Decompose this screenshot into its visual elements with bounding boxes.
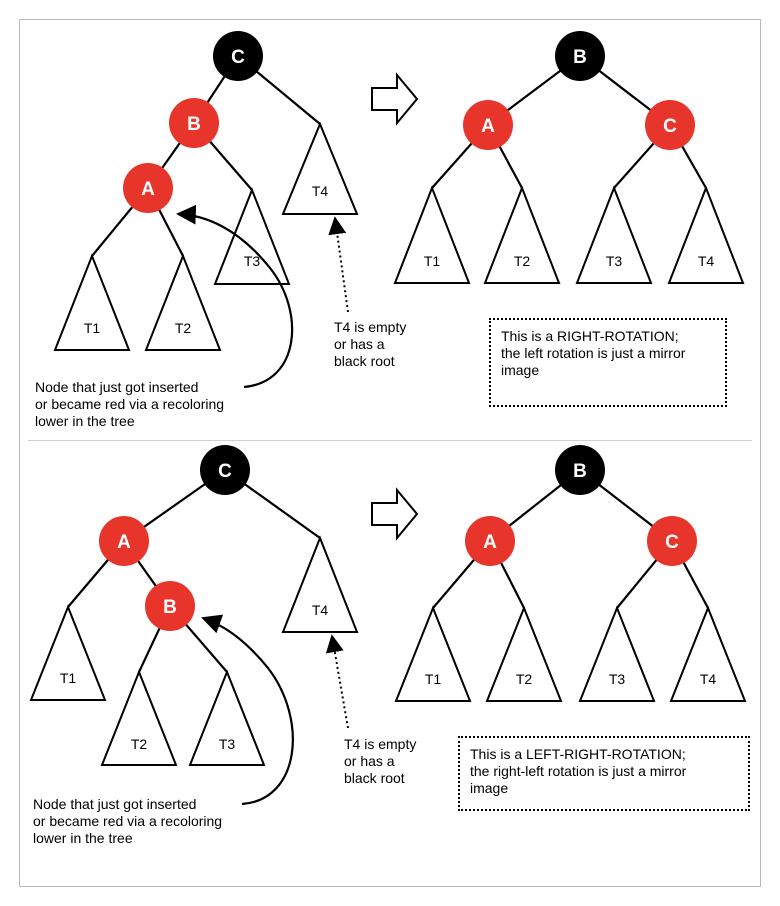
rotation-note-line: This is a LEFT-RIGHT-ROTATION; — [470, 746, 686, 762]
right-arrow-icon — [371, 72, 419, 126]
subtree-t4-label: T4 — [312, 183, 329, 199]
inserted-node-note-line: lower in the tree — [35, 413, 135, 429]
node-c-label: C — [663, 116, 677, 137]
node-b-label: B — [163, 597, 177, 618]
panel-right-rotation: C B A T1 T2 T3 T4 B A C T1 T2 T3 T4 — [53, 31, 745, 389]
node-c-label: C — [665, 532, 679, 553]
rotation-note-line: image — [470, 780, 509, 796]
node-a-label: A — [481, 116, 495, 137]
subtree-t4 — [667, 185, 745, 284]
subtree-t2-label: T2 — [514, 253, 531, 269]
rotation-note-line: image — [501, 362, 540, 378]
rotation-note-line: the right-left rotation is just a mirror — [470, 763, 687, 779]
node-c — [645, 100, 695, 150]
node-b — [169, 98, 219, 148]
node-b-label: B — [573, 461, 587, 482]
inserted-node-note: Node that just got inserted or became re… — [35, 379, 224, 430]
panel-left-right-rotation: C A B T1 T2 T3 T4 B A C T1 T2 T3 T4 — [29, 445, 747, 806]
subtree-t1-label: T1 — [425, 671, 442, 687]
subtree-t1 — [394, 605, 472, 702]
panel-divider — [28, 440, 752, 441]
subtree-t4 — [669, 605, 747, 702]
subtree-t4-label: T4 — [312, 602, 329, 618]
node-c-label: C — [218, 461, 232, 482]
t4-pointer-arrow — [325, 634, 349, 729]
rotation-note-line: the left rotation is just a mirror — [501, 345, 686, 361]
subtree-t2-label: T2 — [516, 671, 533, 687]
t4-note-line: T4 is empty — [334, 319, 407, 335]
subtree-t2-label: T2 — [131, 736, 148, 752]
subtree-t3-label: T3 — [219, 736, 236, 752]
t4-note: T4 is empty or has a black root — [344, 736, 416, 787]
subtree-t2 — [483, 185, 561, 284]
node-b — [555, 31, 605, 81]
right-arrow-icon — [371, 487, 419, 541]
node-a-label: A — [141, 179, 155, 200]
node-b-label: B — [187, 114, 201, 135]
subtree-t3-label: T3 — [609, 671, 626, 687]
t4-note: T4 is empty or has a black root — [334, 319, 406, 370]
subtree-t3 — [188, 669, 266, 766]
subtree-t4-label: T4 — [698, 253, 715, 269]
subtree-t1-label: T1 — [424, 253, 441, 269]
subtree-t3 — [213, 187, 291, 285]
subtree-t1-label: T1 — [84, 320, 101, 336]
subtree-t3-label: T3 — [244, 253, 261, 269]
node-c — [213, 31, 263, 81]
t4-note-line: black root — [344, 770, 405, 786]
node-b — [145, 581, 195, 631]
t4-note-line: or has a — [334, 336, 385, 352]
node-a — [123, 163, 173, 213]
subtree-t3-label: T3 — [606, 253, 623, 269]
diagram-frame — [19, 19, 761, 887]
t4-note-line: or has a — [344, 753, 395, 769]
rotation-note-box: This is a LEFT-RIGHT-ROTATION; the right… — [458, 736, 750, 811]
node-c-label: C — [231, 47, 245, 68]
subtree-t1-label: T1 — [60, 670, 77, 686]
inserted-node-note-line: Node that just got inserted — [33, 796, 197, 812]
subtree-t2-label: T2 — [175, 320, 192, 336]
node-b — [555, 445, 605, 495]
subtree-t4 — [281, 121, 359, 215]
subtree-t4-label: T4 — [700, 671, 717, 687]
t4-note-line: black root — [334, 353, 395, 369]
inserted-node-note-line: or became red via a recoloring — [33, 813, 223, 829]
subtree-t1 — [29, 604, 107, 701]
inserted-node-pointer-arrow — [201, 614, 294, 806]
subtree-t1 — [393, 185, 471, 284]
node-a — [463, 100, 513, 150]
subtree-t2 — [100, 669, 178, 766]
subtree-t4 — [281, 535, 359, 633]
node-c — [647, 516, 697, 566]
t4-pointer-arrow — [328, 216, 349, 313]
subtree-t2 — [485, 605, 563, 702]
inserted-node-note-line: or became red via a recoloring — [35, 396, 225, 412]
subtree-t1 — [53, 253, 131, 351]
inserted-node-note-line: lower in the tree — [33, 830, 133, 846]
subtree-t3 — [578, 605, 656, 702]
rotation-note-line: This is a RIGHT-ROTATION; — [501, 328, 679, 344]
subtree-t2 — [144, 253, 222, 351]
subtree-t3 — [575, 185, 653, 284]
node-a — [465, 516, 515, 566]
t4-note-line: T4 is empty — [344, 736, 417, 752]
inserted-node-note-line: Node that just got inserted — [35, 379, 199, 395]
node-c — [200, 445, 250, 495]
node-a-label: A — [483, 532, 497, 553]
inserted-node-note: Node that just got inserted or became re… — [33, 796, 222, 847]
node-a-label: A — [117, 532, 131, 553]
node-a — [99, 516, 149, 566]
inserted-node-pointer-arrow — [176, 204, 294, 389]
rotation-note-box: This is a RIGHT-ROTATION; the left rotat… — [489, 318, 727, 407]
node-b-label: B — [573, 47, 587, 68]
